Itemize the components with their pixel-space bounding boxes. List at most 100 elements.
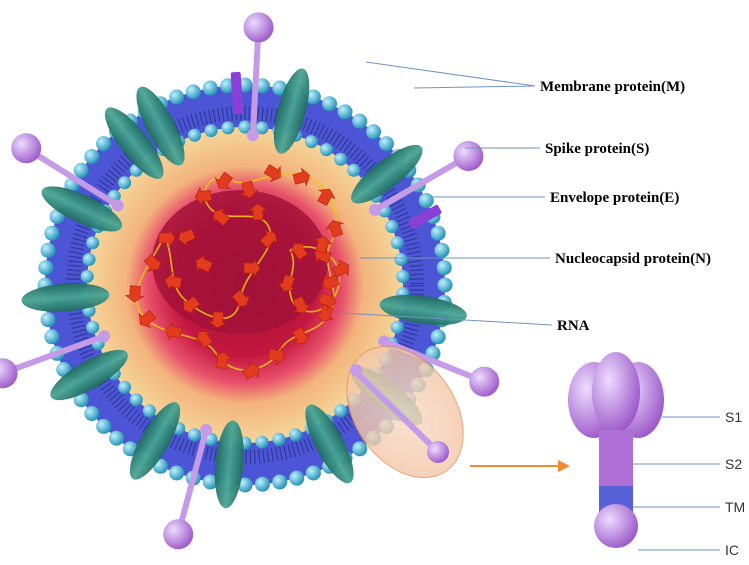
lipid-head — [390, 320, 404, 334]
lipid-head — [255, 435, 269, 449]
nucleocapsid-protein — [124, 285, 145, 303]
nucleocapsid-protein — [289, 243, 308, 261]
viral-core — [152, 190, 328, 334]
lipid-head — [272, 432, 286, 446]
lipid-head — [84, 148, 100, 164]
nucleocapsid-protein — [164, 271, 183, 292]
lipid-head — [188, 128, 202, 142]
label-group: Membrane protein(M) Spike protein(S) Env… — [341, 61, 711, 334]
callout-arrow-head — [558, 460, 570, 472]
nucleocapsid-protein — [267, 346, 285, 366]
nucleocapsid-protein — [243, 258, 261, 279]
spike-head — [11, 133, 42, 164]
lipid-head — [73, 162, 89, 178]
membrane-protein — [50, 349, 128, 401]
lipid-head — [394, 252, 408, 266]
lipid-head — [255, 121, 269, 135]
lipid-head — [86, 320, 100, 334]
lipid-tails — [66, 106, 424, 464]
lipid-head — [80, 269, 94, 283]
spike-base — [98, 330, 111, 343]
lipid-head — [96, 136, 112, 152]
label-spike-protein: Spike protein(S) — [545, 141, 649, 157]
lipid-head — [84, 406, 100, 422]
lipid-head — [434, 242, 450, 258]
lipid-head — [40, 312, 56, 328]
callout-spike-base — [350, 364, 362, 376]
lipid-head — [378, 136, 394, 152]
spike-head — [243, 12, 274, 43]
lipid-head — [202, 474, 218, 490]
nucleocapsid-protein — [138, 309, 157, 329]
membrane-protein — [305, 404, 354, 484]
lipid-head — [44, 225, 60, 241]
spike-proteins — [0, 12, 500, 550]
label-rna: RNA — [557, 318, 590, 334]
spike-head — [163, 519, 194, 550]
nucleocapsid-protein — [331, 259, 349, 278]
spike-stalk — [249, 24, 262, 139]
lipid-head — [305, 89, 321, 105]
leader-membrane-1 — [365, 61, 536, 87]
envelope-protein — [230, 71, 244, 115]
lipid-head — [390, 236, 404, 250]
spike-head — [453, 141, 484, 171]
spike-detail: S1 S2 TM IC — [568, 352, 745, 558]
label-s1: S1 — [725, 409, 742, 425]
nucleocapsid-protein — [212, 351, 233, 370]
nucleocapsid-protein — [263, 164, 281, 183]
nucleocapsid-protein — [195, 254, 213, 273]
nucleocapsid-protein — [238, 180, 259, 199]
nucleocapsid-protein — [178, 228, 196, 247]
lipid-head — [304, 135, 318, 149]
nucleocapsid-protein — [277, 274, 297, 292]
lipid-head — [40, 242, 56, 258]
nucleocapsid-protein — [292, 296, 311, 314]
nucleocapsid-protein — [182, 295, 201, 315]
lipid-head — [319, 143, 333, 157]
lipid-head — [272, 474, 288, 490]
lipid-head — [129, 393, 143, 407]
spike-base — [246, 129, 259, 142]
label-s2: S2 — [725, 456, 742, 472]
leader-membrane-2 — [413, 85, 536, 89]
lipid-head — [142, 404, 156, 418]
nucleocapsid-protein — [143, 253, 162, 272]
nucleocapsid-protein — [318, 291, 336, 311]
lipid-head — [334, 404, 348, 418]
lipid-head — [188, 428, 202, 442]
nucleocapsid-protein — [231, 289, 250, 308]
lipid-head — [436, 260, 452, 276]
nucleocapsid-protein — [325, 220, 345, 238]
lipid-head — [418, 192, 434, 208]
membrane-protein — [104, 107, 164, 179]
nucleocapsid-protein — [322, 274, 340, 293]
membrane-protein — [273, 68, 310, 154]
s1-lobe-center — [592, 352, 640, 432]
membrane-protein — [129, 402, 181, 480]
nucleocapsid-protein — [214, 171, 233, 189]
spike-base — [378, 335, 391, 348]
lipid-head — [86, 236, 100, 250]
lipid-head — [169, 465, 185, 481]
nucleocapsid-protein — [292, 167, 311, 187]
membrane-protein — [351, 144, 423, 204]
spike-head — [469, 366, 500, 397]
lipid-head — [108, 430, 124, 446]
lipid-head — [221, 121, 235, 135]
membrane-protein — [379, 294, 467, 326]
leader-rna — [341, 312, 553, 326]
lipid-head — [237, 477, 253, 493]
ic-domain — [594, 504, 638, 548]
nucleocapsid-protein — [259, 230, 278, 249]
lipid-head — [430, 225, 446, 241]
lipid-head — [366, 124, 382, 140]
spike-head — [0, 358, 18, 389]
lipid-head — [352, 113, 368, 129]
nucleocapsid-protein — [315, 304, 335, 322]
nucleocapsid-protein — [247, 203, 268, 221]
spike-base — [111, 199, 124, 212]
nucleocapsid-protein — [212, 207, 231, 227]
spike-stalk — [371, 153, 472, 213]
lipid-head — [437, 277, 453, 293]
